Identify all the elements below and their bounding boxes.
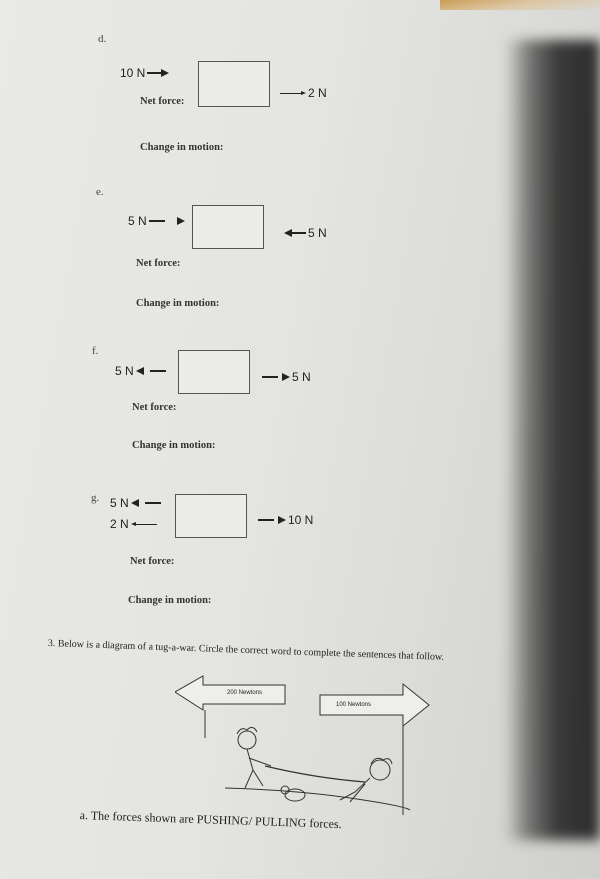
problem-g-net-force-label: Net force: [130, 556, 175, 567]
problem-e-letter: e. [96, 186, 104, 198]
problem-e-change-motion-label: Change in motion: [136, 298, 220, 309]
problem-d-object-box [198, 61, 270, 107]
left-arrow-icon [284, 229, 306, 237]
problem-d-net-force-label: Net force: [140, 96, 185, 107]
force-value: 5 N [292, 370, 311, 384]
problem-f-right-force: 5 N [262, 370, 311, 384]
force-value: 10 N [288, 513, 314, 527]
left-arrow-icon [130, 499, 161, 507]
left-force-arrow [175, 675, 286, 711]
force-value: 2 N [110, 517, 129, 531]
right-arrow-label: 100 Newtons [336, 702, 372, 708]
problem-f-net-force-label: Net force: [132, 402, 177, 413]
right-arrow-icon [147, 69, 170, 77]
problem-f-object-box [178, 350, 250, 394]
problem-f-letter: f. [92, 345, 99, 357]
problem-g-left-force-2: 2 N [110, 517, 157, 531]
force-value: 10 N [120, 66, 146, 80]
right-puller-figure [339, 757, 393, 803]
photo-shadow [505, 40, 600, 840]
problem-d-right-force: 2 N [280, 86, 327, 100]
force-value: 5 N [110, 496, 129, 510]
problem-d-change-motion-label: Change in motion: [140, 142, 224, 153]
problem-g-object-box [175, 494, 247, 538]
tug-of-war-diagram [175, 675, 430, 815]
problem-e-right-force: 5 N [284, 226, 327, 240]
force-value: 5 N [128, 214, 147, 228]
right-arrow-icon [148, 217, 185, 225]
right-arrow-icon [258, 516, 286, 524]
problem-g-left-force-1: 5 N [110, 496, 161, 510]
force-value: 2 N [308, 86, 327, 100]
left-arrow-icon [130, 520, 157, 528]
right-arrow-icon [280, 89, 306, 97]
right-force-arrow [319, 682, 430, 728]
problem-g-letter: g. [91, 492, 100, 504]
problem-d-letter: d. [98, 33, 107, 45]
right-arrow-icon [262, 373, 290, 381]
problem-e-net-force-label: Net force: [136, 258, 181, 269]
question-3-prompt: 3. Below is a diagram of a tug-a-war. Ci… [47, 638, 445, 663]
rope [264, 765, 366, 783]
force-value: 5 N [115, 364, 134, 378]
left-arrow-label: 200 Newtons [227, 690, 263, 696]
desk-corner [440, 0, 600, 10]
left-puller-figure [236, 726, 272, 789]
problem-e-object-box [192, 205, 264, 249]
problem-f-change-motion-label: Change in motion: [132, 440, 216, 451]
problem-f-left-force: 5 N [115, 364, 166, 378]
problem-e-left-force: 5 N [128, 214, 185, 228]
problem-g-right-force: 10 N [258, 513, 313, 527]
problem-g-change-motion-label: Change in motion: [128, 595, 212, 606]
problem-d-left-force: 10 N [120, 66, 170, 80]
left-arrow-icon [135, 367, 166, 375]
force-value: 5 N [308, 226, 327, 240]
dog-figure [280, 785, 306, 802]
